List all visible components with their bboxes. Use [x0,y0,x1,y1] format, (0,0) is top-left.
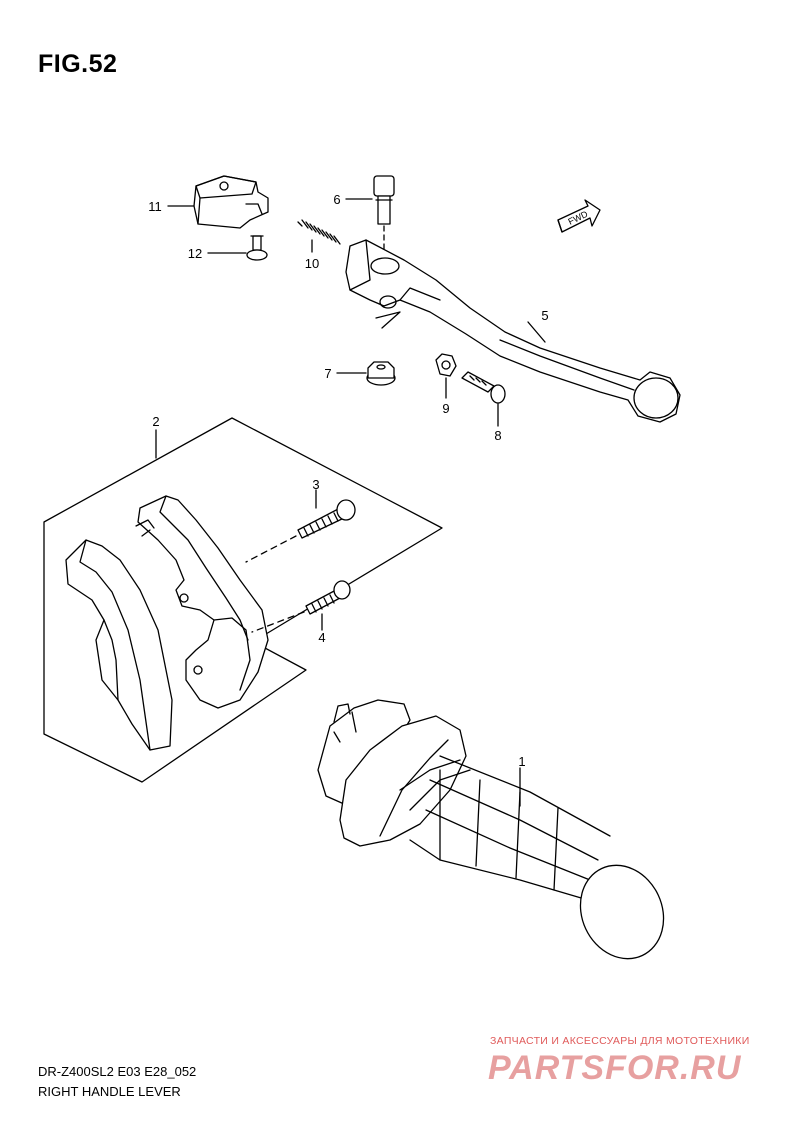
brake-lever-part [345,239,681,423]
watermark-logo: PARTSFOR.RU [488,1049,742,1087]
housing-screw-upper-part [297,499,356,539]
pivot-bolt-part [373,175,395,225]
callout-8: 8 [494,428,501,443]
callout-4: 4 [318,630,325,645]
callout-9: 9 [442,401,449,416]
lower-housing-part [65,539,173,751]
callout-6: 6 [333,192,340,207]
housing-screw-lower-part [305,580,351,615]
callout-12: 12 [188,246,202,261]
callout-11: 11 [148,199,162,214]
diagram-title: RIGHT HANDLE LEVER [38,1084,181,1099]
callout-10: 10 [305,256,319,271]
hex-nut-part [435,353,457,377]
upper-housing-part [135,495,269,709]
screw-part [246,235,268,261]
figure-title: FIG.52 [38,50,118,78]
watermark-tagline: ЗАПЧАСТИ И АКСЕССУАРЫ ДЛЯ МОТОТЕХНИКИ [490,1035,750,1047]
lever-bolt-part [461,371,506,404]
spring-part [297,219,341,245]
callout-5: 5 [541,308,548,323]
throttle-grip-part [317,699,665,960]
callout-3: 3 [312,477,319,492]
lock-nut-part [366,361,396,386]
callout-2: 2 [152,414,159,429]
callout-7: 7 [324,366,331,381]
forward-arrow-icon [557,199,601,233]
model-code: DR-Z400SL2 E03 E28_052 [38,1064,197,1079]
switch-housing-part [193,175,269,229]
callout-1: 1 [518,754,525,769]
